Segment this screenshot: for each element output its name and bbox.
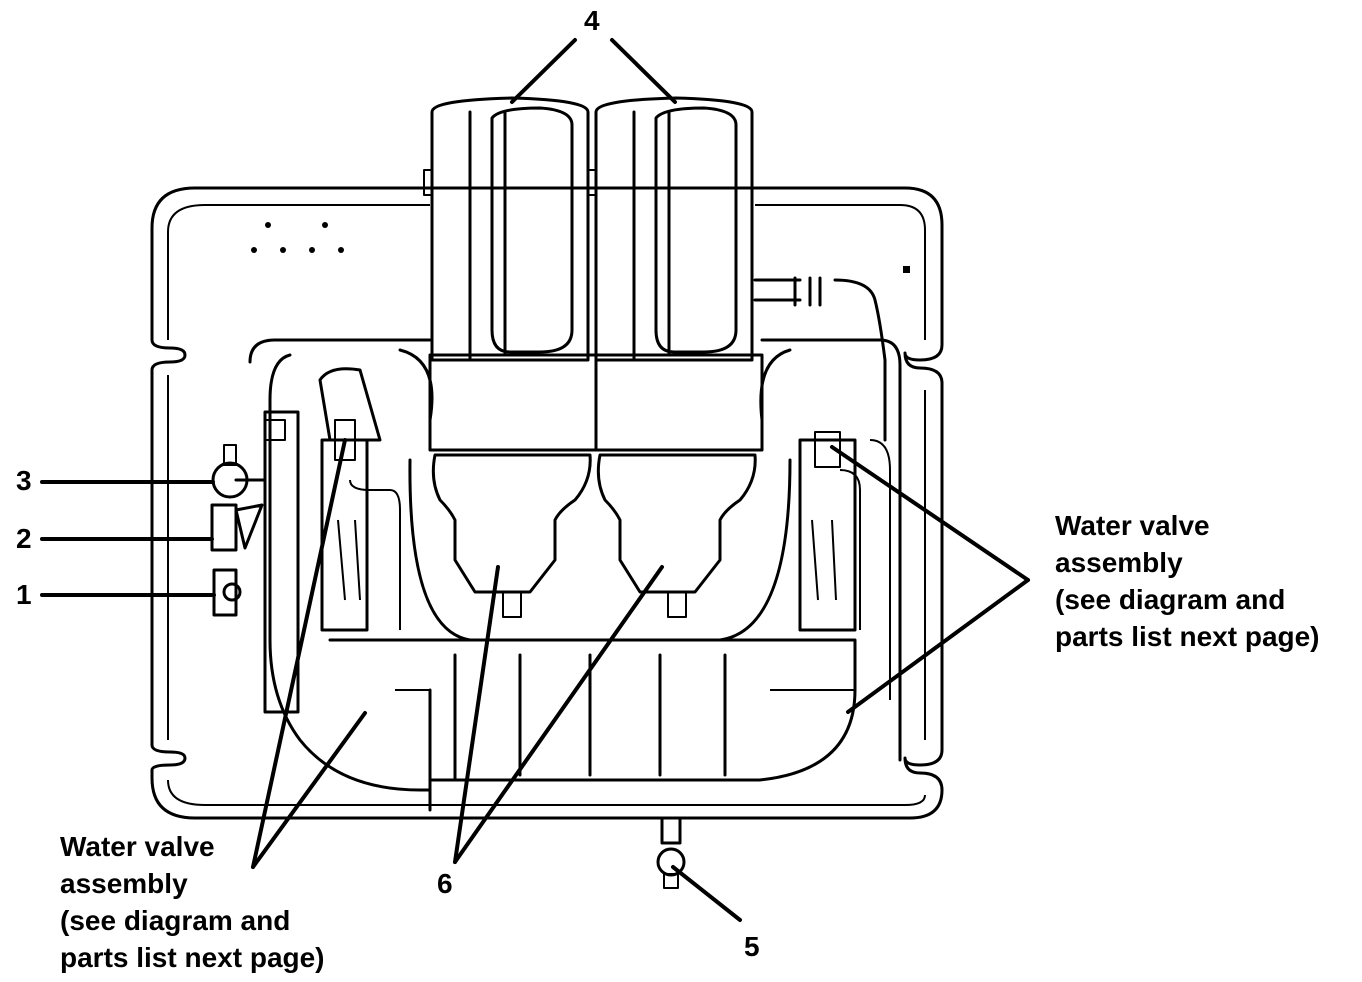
right-label-line-1: Water valve bbox=[1055, 510, 1210, 541]
callout-4: 4 bbox=[584, 5, 600, 36]
callout-6: 6 bbox=[437, 868, 453, 899]
right-water-valve bbox=[798, 431, 891, 700]
right-hose-connector bbox=[753, 276, 887, 442]
hopper-block bbox=[428, 353, 764, 618]
vent-holes bbox=[251, 222, 910, 273]
left-water-valve-label: Water valve assembly (see diagram and pa… bbox=[60, 828, 325, 976]
left-label-line-2: assembly bbox=[60, 868, 188, 899]
left-label-line-1: Water valve bbox=[60, 831, 215, 862]
canister-right bbox=[587, 96, 754, 362]
left-mounting-bar bbox=[263, 410, 300, 714]
left-label-line-3: (see diagram and bbox=[60, 905, 291, 936]
right-water-valve-label: Water valve assembly (see diagram and pa… bbox=[1055, 507, 1320, 655]
callout-2: 2 bbox=[16, 523, 32, 554]
right-label-line-3: (see diagram and bbox=[1055, 584, 1286, 615]
canister-left bbox=[423, 96, 590, 362]
drain-fitting bbox=[656, 816, 686, 889]
callout-5: 5 bbox=[744, 931, 760, 962]
right-label-line-2: assembly bbox=[1055, 547, 1183, 578]
callout-leaders bbox=[40, 38, 1030, 922]
left-label-line-4: parts list next page) bbox=[60, 942, 325, 973]
right-label-line-4: parts list next page) bbox=[1055, 621, 1320, 652]
inner-body bbox=[248, 338, 902, 812]
callout-1: 1 bbox=[16, 579, 32, 610]
back-panel bbox=[150, 186, 944, 820]
callout-3: 3 bbox=[16, 465, 32, 496]
inlet-fittings bbox=[210, 444, 267, 617]
